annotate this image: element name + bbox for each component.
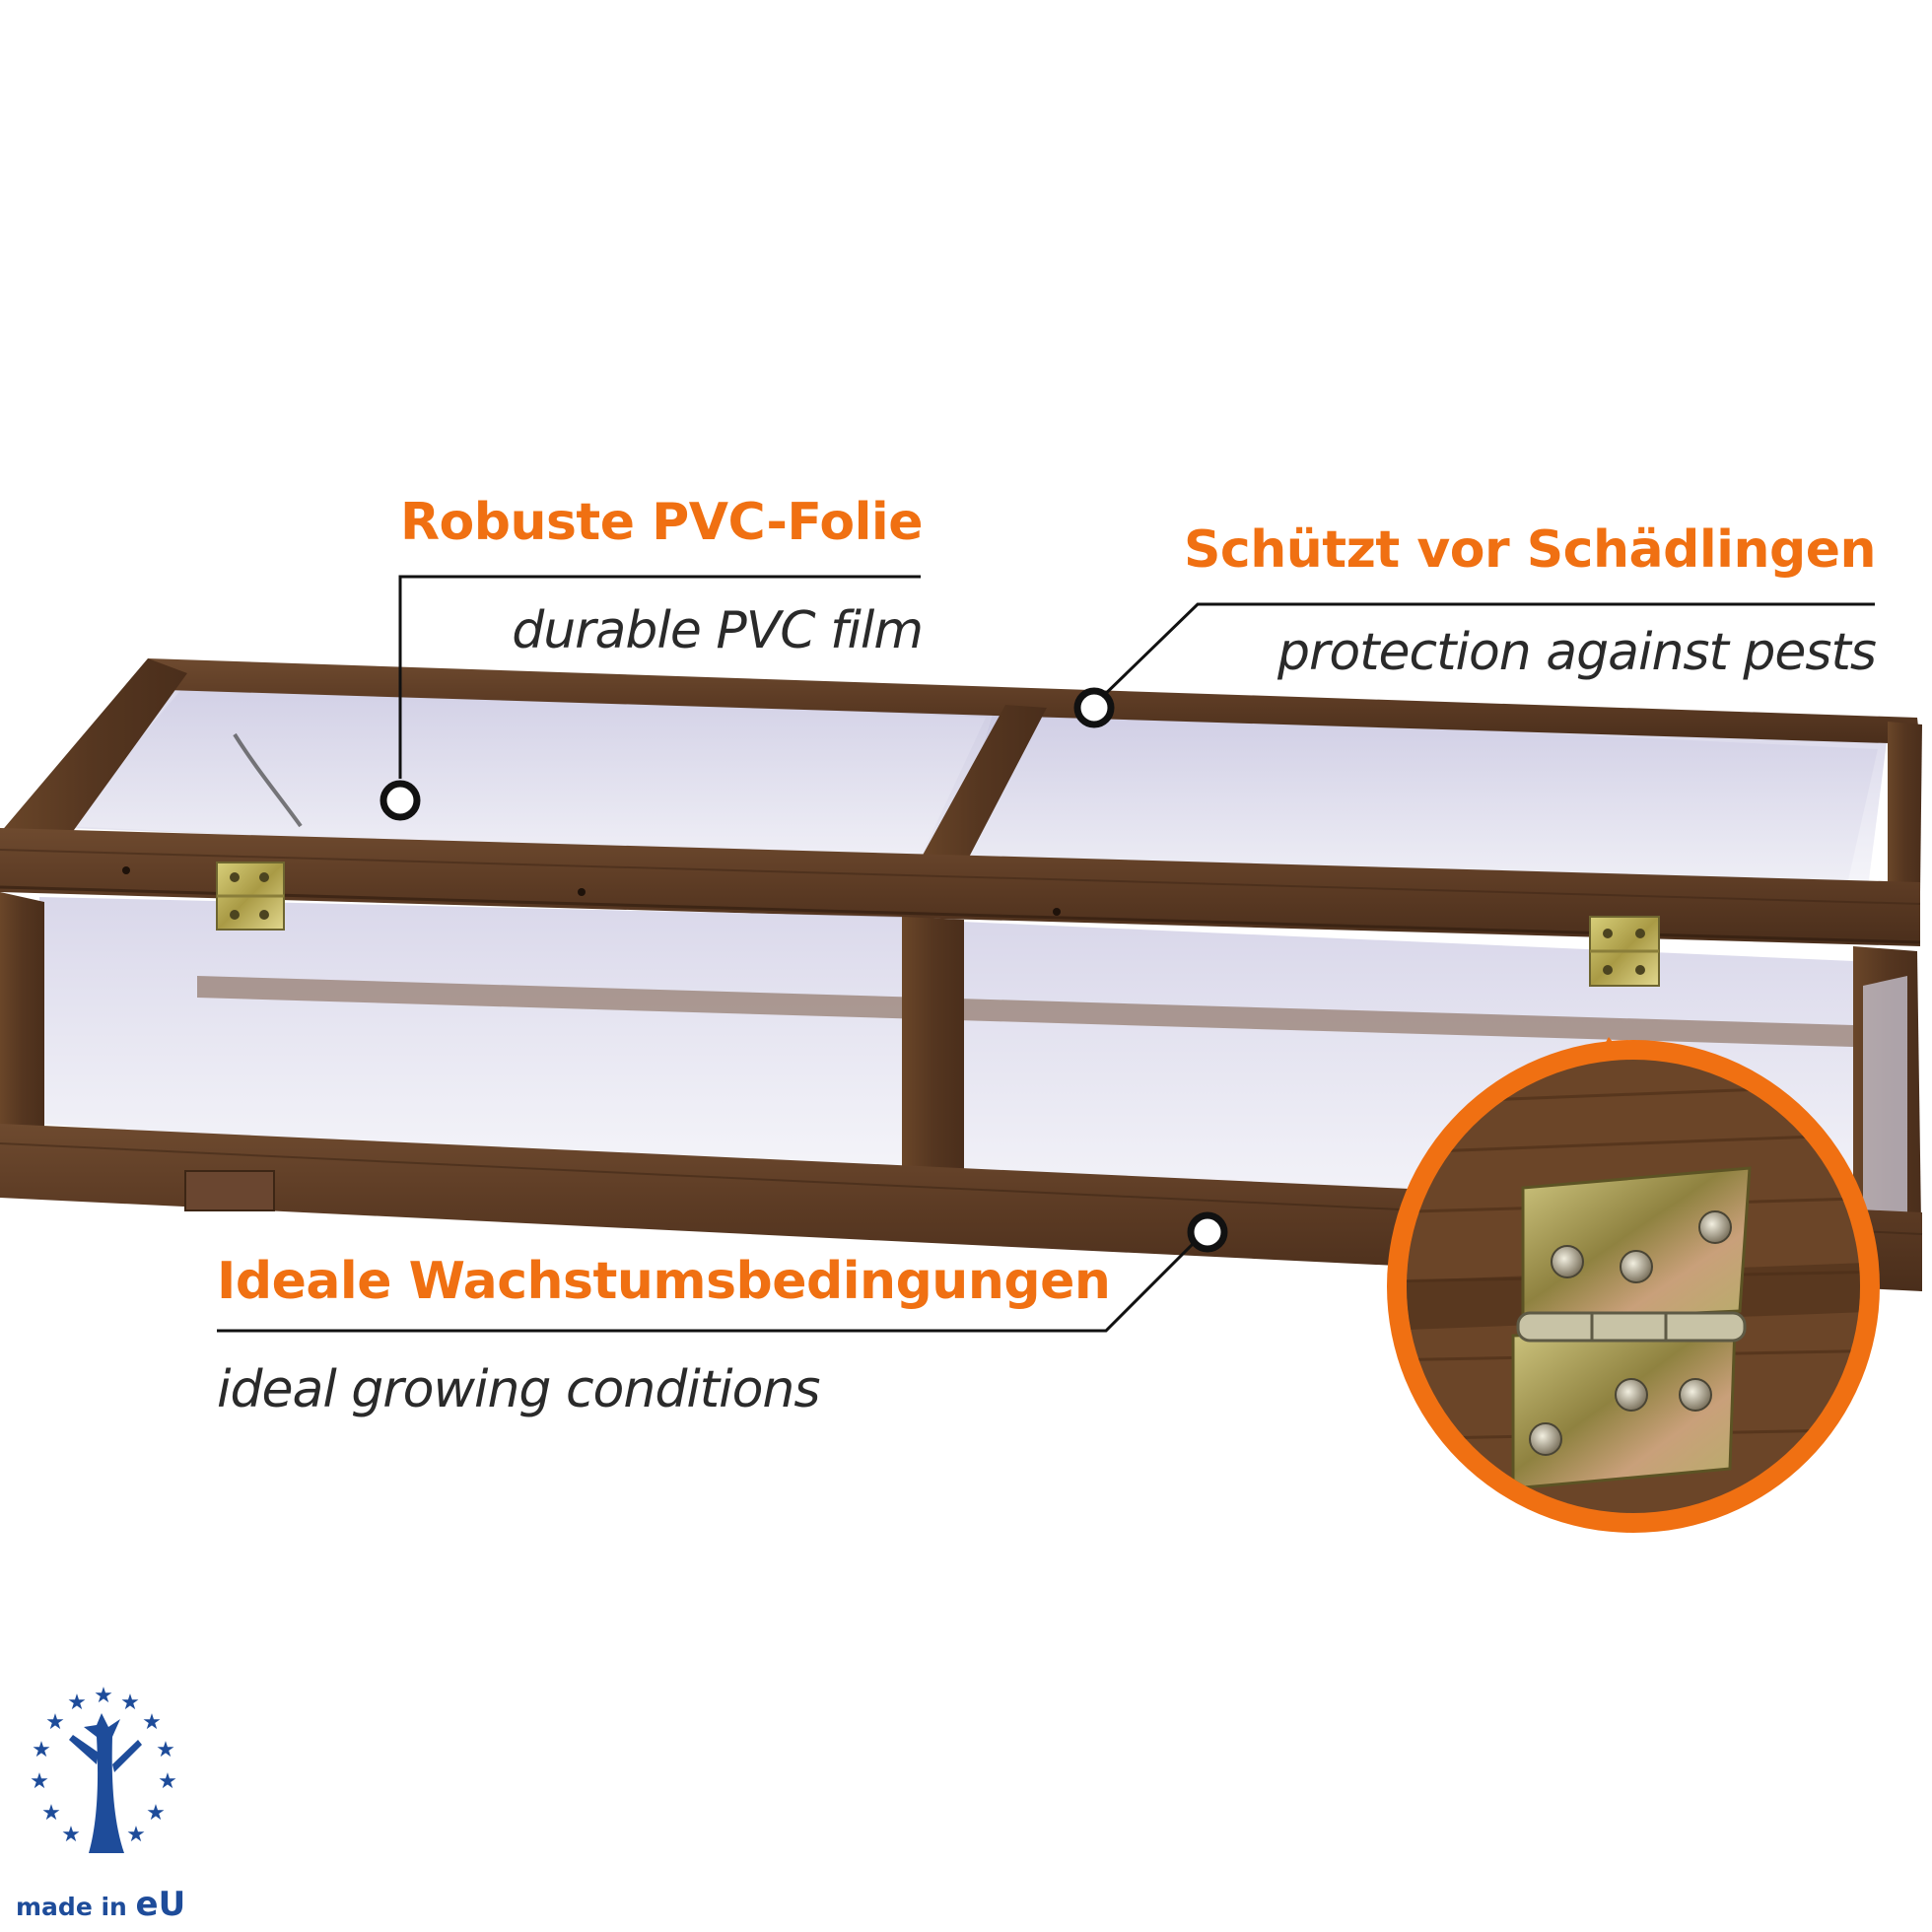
lid-glass-right bbox=[951, 718, 1888, 887]
marker-film bbox=[380, 780, 421, 821]
badge-prefix: made in bbox=[16, 1893, 136, 1921]
callout-markers bbox=[380, 687, 1228, 1253]
feature-subtitle-pests: protection against pests bbox=[1276, 623, 1877, 682]
svg-text:★: ★ bbox=[126, 1823, 146, 1847]
lid-left-rail bbox=[0, 658, 187, 848]
lid-back-rail bbox=[148, 658, 1920, 744]
lid-right-rail bbox=[1888, 722, 1922, 892]
hinge-right-icon bbox=[1589, 916, 1660, 987]
feature-heading-pvc: Robuste PVC-Folie bbox=[399, 493, 924, 552]
base-left-post bbox=[0, 892, 44, 1193]
svg-text:★: ★ bbox=[142, 1710, 162, 1735]
feature-heading-growing: Ideale Wachstumsbedingungen bbox=[217, 1252, 1111, 1311]
svg-text:★: ★ bbox=[146, 1801, 166, 1826]
hinge-closeup-icon bbox=[1387, 1037, 1880, 1533]
base-middle-post bbox=[902, 917, 964, 1193]
feature-heading-pests: Schützt vor Schädlingen bbox=[1183, 520, 1877, 580]
svg-text:★: ★ bbox=[158, 1769, 177, 1794]
svg-text:★: ★ bbox=[61, 1823, 81, 1847]
base-front-glass-left bbox=[39, 897, 902, 1183]
svg-text:★: ★ bbox=[67, 1690, 87, 1715]
marker-growing bbox=[1187, 1211, 1228, 1253]
svg-text:★: ★ bbox=[30, 1769, 49, 1794]
made-in-eu-badge: made in eU bbox=[16, 1885, 185, 1924]
svg-text:★: ★ bbox=[94, 1684, 113, 1708]
badge-suffix: eU bbox=[135, 1885, 186, 1924]
svg-text:★: ★ bbox=[45, 1710, 65, 1735]
svg-text:★: ★ bbox=[32, 1738, 51, 1762]
svg-text:★: ★ bbox=[41, 1801, 61, 1826]
lid-middle-rail bbox=[915, 705, 1047, 872]
eu-tree-stars-icon: ★ ★ ★ ★ ★ ★ ★ ★ ★ ★ ★ ★ ★ bbox=[30, 1684, 177, 1853]
hinge-left-icon bbox=[216, 862, 285, 931]
marker-pests bbox=[1073, 687, 1115, 728]
lid-front-rail bbox=[0, 828, 1920, 946]
svg-text:★: ★ bbox=[120, 1690, 140, 1715]
feature-subtitle-pvc: durable PVC film bbox=[512, 601, 924, 660]
feature-subtitle-growing: ideal growing conditions bbox=[217, 1360, 820, 1419]
svg-text:★: ★ bbox=[156, 1738, 175, 1762]
leader-lines bbox=[217, 575, 1875, 1333]
